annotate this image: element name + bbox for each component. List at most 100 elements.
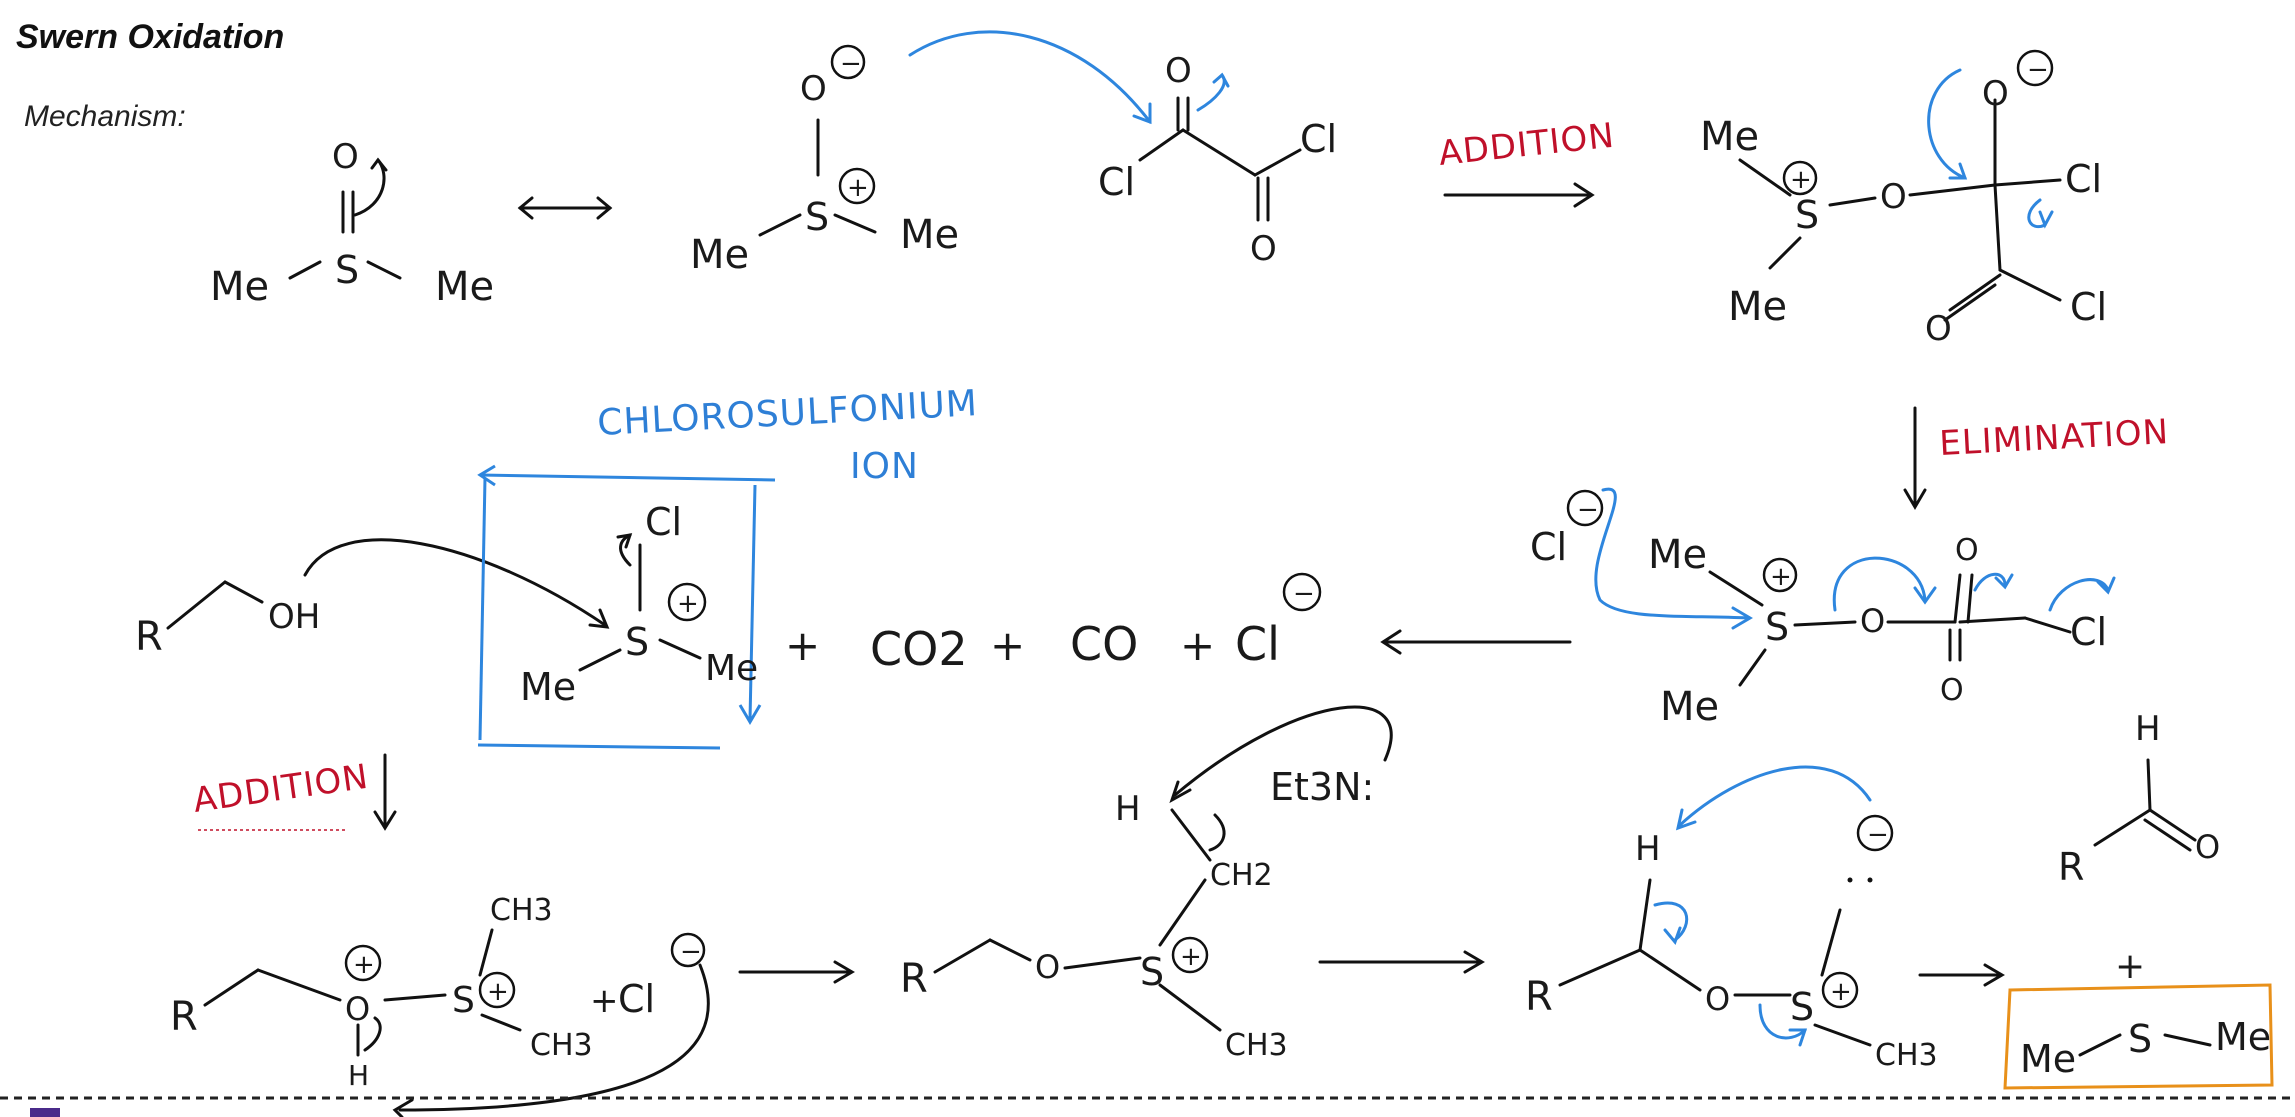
- dms-methyl-right: Me: [2215, 1015, 2271, 1059]
- ylide-methyl-right: Me: [900, 212, 959, 258]
- neutral-sulfur-plus: +: [1180, 942, 1202, 972]
- oxalyl-cl-right: Cl: [1300, 117, 1337, 161]
- reaction-arrow-5: [1918, 963, 2005, 987]
- plus-1: +: [785, 621, 820, 670]
- aldehyde-oxygen: O: [2195, 828, 2220, 866]
- elim-oxygen: O: [1860, 602, 1885, 640]
- adduct2-methyl-top: CH3: [490, 893, 553, 928]
- adduct-oxygen-bridge: O: [1880, 177, 1907, 217]
- elim-cl: Cl: [2070, 610, 2107, 654]
- alcohol-r-group: R: [135, 614, 163, 660]
- chloro-cl: Cl: [645, 500, 682, 544]
- alkoxysulfonium-adduct: R + O H S + CH3 CH3 + Cl −: [170, 893, 710, 1117]
- resonance-arrow: [517, 196, 613, 220]
- chloro-methyl-right: Me: [705, 648, 758, 689]
- chlorosulfonium-label-line2: ION: [850, 446, 919, 487]
- dimethyl-sulfide-product: Me S Me: [2003, 983, 2274, 1090]
- adduct2-plus: +: [590, 981, 619, 1021]
- chloride-byproduct: Cl: [1235, 617, 1280, 671]
- aldehyde-r-group: R: [2058, 845, 2084, 889]
- adduct2-oxygen-plus: +: [353, 950, 375, 980]
- tetrahedral-adduct: Me + S Me O O − Cl Cl O: [1700, 49, 2107, 349]
- dmso-methyl-left: Me: [210, 264, 269, 310]
- sulfonium-plus-charge: +: [847, 173, 869, 203]
- oxide-minus-charge: −: [840, 49, 862, 79]
- adduct2-chloride: Cl: [618, 977, 655, 1021]
- elim-oxygen-bottom: O: [1940, 673, 1964, 708]
- adduct-methyl-bottom: Me: [1728, 284, 1787, 330]
- elim-push-arrow-2: [1973, 572, 2007, 592]
- ylide-carbanion-minus: −: [1867, 820, 1889, 850]
- aldehyde-product: H R O +: [2058, 709, 2220, 987]
- ylide-oxygen: O: [1705, 980, 1730, 1018]
- adduct-sulfur-plus: +: [1790, 165, 1812, 195]
- adduct2-sulfur: S: [452, 980, 475, 1021]
- dms-methyl-left: Me: [2020, 1037, 2076, 1081]
- elim-sulfur-plus: +: [1770, 562, 1792, 592]
- attack-arrow: [908, 30, 1152, 124]
- dms-sulfur: S: [2128, 1017, 2152, 1061]
- elim-push-arrow-3: [2048, 578, 2110, 612]
- proton-transfer-arrow: [1678, 765, 1872, 827]
- addition-step-2: ADDITION: [191, 753, 397, 831]
- free-chloride-minus: −: [1577, 495, 1599, 525]
- ch-bond-arrow: [1653, 901, 1689, 942]
- page-subtitle: Mechanism:: [24, 100, 186, 133]
- sulfonium-sulfur: S: [805, 195, 829, 239]
- carbonyl-arrow: [1196, 73, 1226, 112]
- dmso-structure: O S Me Me: [210, 137, 494, 310]
- elim-methyl-bottom: Me: [1660, 684, 1719, 730]
- deprotonation-arrow: [398, 963, 710, 1112]
- dms-box: [2003, 983, 2274, 1090]
- adduct2-methyl-bottom: CH3: [530, 1028, 593, 1063]
- alcohol-attack-arrow: [303, 538, 607, 627]
- curved-arrow: [353, 158, 386, 217]
- chloro-sulfur-plus: +: [677, 589, 699, 619]
- reaction-arrow-3: [738, 960, 855, 984]
- addition-label-2: ADDITION: [191, 757, 371, 821]
- ylide-hydrogen: H: [1635, 829, 1661, 869]
- carbon-monoxide: CO: [1070, 617, 1138, 671]
- adduct2-chloride-minus: −: [680, 937, 702, 967]
- chlorosulfonium-label: CHLOROSULFONIUM ION: [596, 383, 979, 487]
- alcohol-structure: R OH: [135, 538, 610, 660]
- alcohol-hydroxyl: OH: [268, 597, 320, 637]
- adduct2-hydrogen: H: [348, 1059, 369, 1092]
- addition-label-1: ADDITION: [1437, 116, 1617, 174]
- elim-methyl-top: Me: [1648, 532, 1707, 578]
- byproducts: + CO2 + CO + Cl −: [785, 572, 1322, 676]
- addition-step-1: ADDITION: [1437, 116, 1617, 208]
- alkoxysulfonium-neutral: R O S + CH2 H Et3N: CH3: [900, 705, 1393, 1063]
- elimination-step: ELIMINATION: [1903, 406, 2170, 510]
- elim-sulfur: S: [1765, 605, 1789, 649]
- neutral-oxygen: O: [1035, 948, 1060, 986]
- page-title: Swern Oxidation: [16, 18, 284, 56]
- sulfur-ylide-intermediate: R H O S + − CH3: [1525, 765, 1938, 1073]
- adduct-cl-top: Cl: [2065, 157, 2102, 201]
- aldehyde-hydrogen: H: [2135, 709, 2161, 749]
- chloro-sulfur: S: [625, 620, 649, 664]
- adduct2-r-group: R: [170, 994, 198, 1040]
- adduct-cl-bottom: Cl: [2070, 285, 2107, 329]
- ylide-methyl-left: Me: [690, 232, 749, 278]
- reverse-arrow: [1380, 629, 1572, 655]
- chloro-methyl-left: Me: [520, 665, 576, 709]
- elimination-label: ELIMINATION: [1938, 412, 2170, 464]
- elim-oxygen-top: O: [1955, 533, 1979, 568]
- reform-carbonyl-arrow: [1927, 68, 1967, 180]
- oxalyl-oxygen-bottom: O: [1250, 229, 1277, 269]
- corner-marker: [30, 1108, 60, 1117]
- chloride-byproduct-minus: −: [1293, 579, 1315, 609]
- triethylamine-base: Et3N:: [1270, 765, 1374, 809]
- free-chloride: Cl: [1530, 525, 1567, 569]
- oxide-oxygen: O: [800, 69, 827, 109]
- reaction-arrow-4: [1318, 950, 1485, 974]
- chloride-leave-arrow: [2027, 198, 2047, 229]
- plus-3: +: [1180, 621, 1215, 670]
- neutral-methylene: CH2: [1210, 858, 1273, 893]
- neutral-hydrogen: H: [1115, 789, 1141, 829]
- adduct-alkoxide-oxygen: O: [1982, 74, 2009, 114]
- ylide-sulfur: S: [1790, 985, 1814, 1029]
- oxalyl-chloride-structure: O Cl Cl O: [1098, 51, 1337, 269]
